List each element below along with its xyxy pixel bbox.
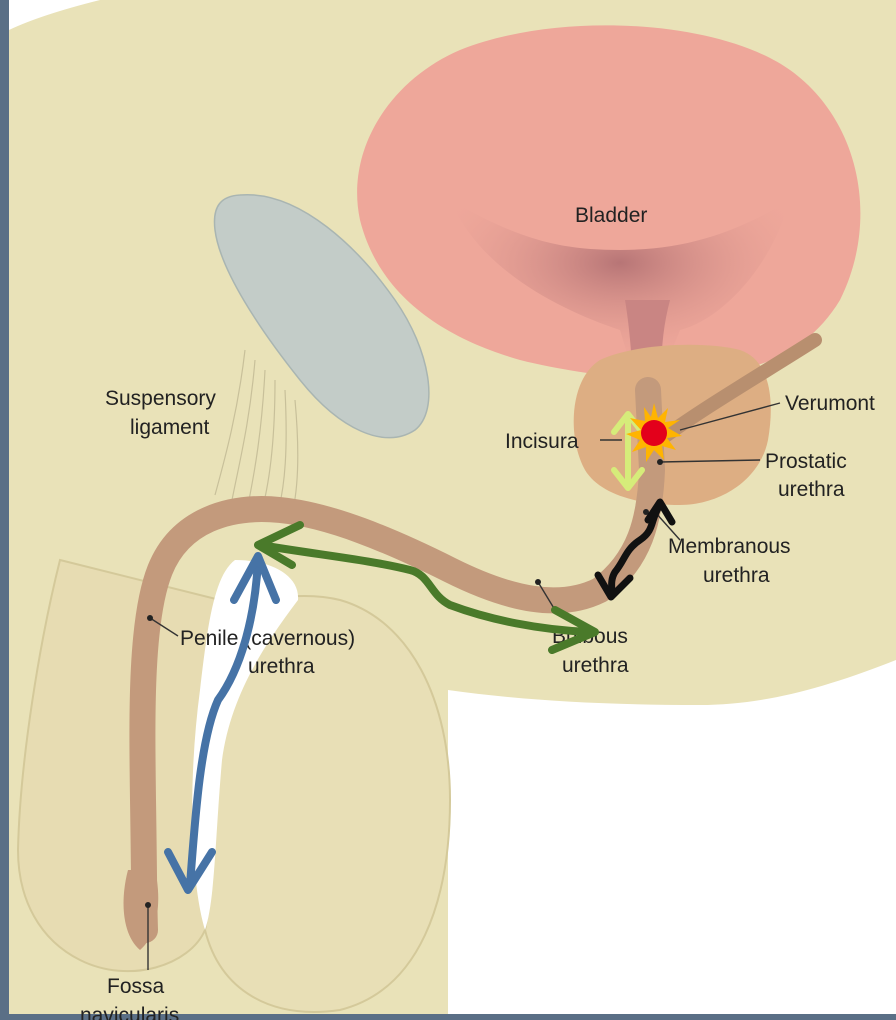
label-fossa-navicularis-line1: Fossa	[107, 975, 165, 998]
label-incisura: Incisura	[505, 430, 579, 453]
label-penile-urethra-line2: urethra	[248, 655, 315, 678]
outside-body-region	[448, 660, 896, 1014]
label-membranous-urethra-line2: urethra	[703, 564, 770, 587]
label-membranous-urethra-line1: Membranous	[668, 535, 791, 558]
label-bulbous-urethra-line2: urethra	[562, 654, 629, 677]
left-frame-border	[0, 0, 9, 1020]
label-verumontanum: Verumont	[785, 392, 875, 415]
label-prostatic-urethra-line2: urethra	[778, 478, 845, 501]
label-bladder: Bladder	[575, 204, 647, 227]
label-suspensory-ligament-line2: ligament	[130, 416, 210, 439]
label-suspensory-ligament-line1: Suspensory	[105, 387, 216, 410]
penis-shaft-skin	[18, 560, 220, 971]
label-prostatic-urethra-line1: Prostatic	[765, 450, 847, 473]
label-penile-urethra-line1: Penile (cavernous)	[180, 627, 355, 650]
label-fossa-navicularis-line2: navicularis	[80, 1004, 179, 1020]
